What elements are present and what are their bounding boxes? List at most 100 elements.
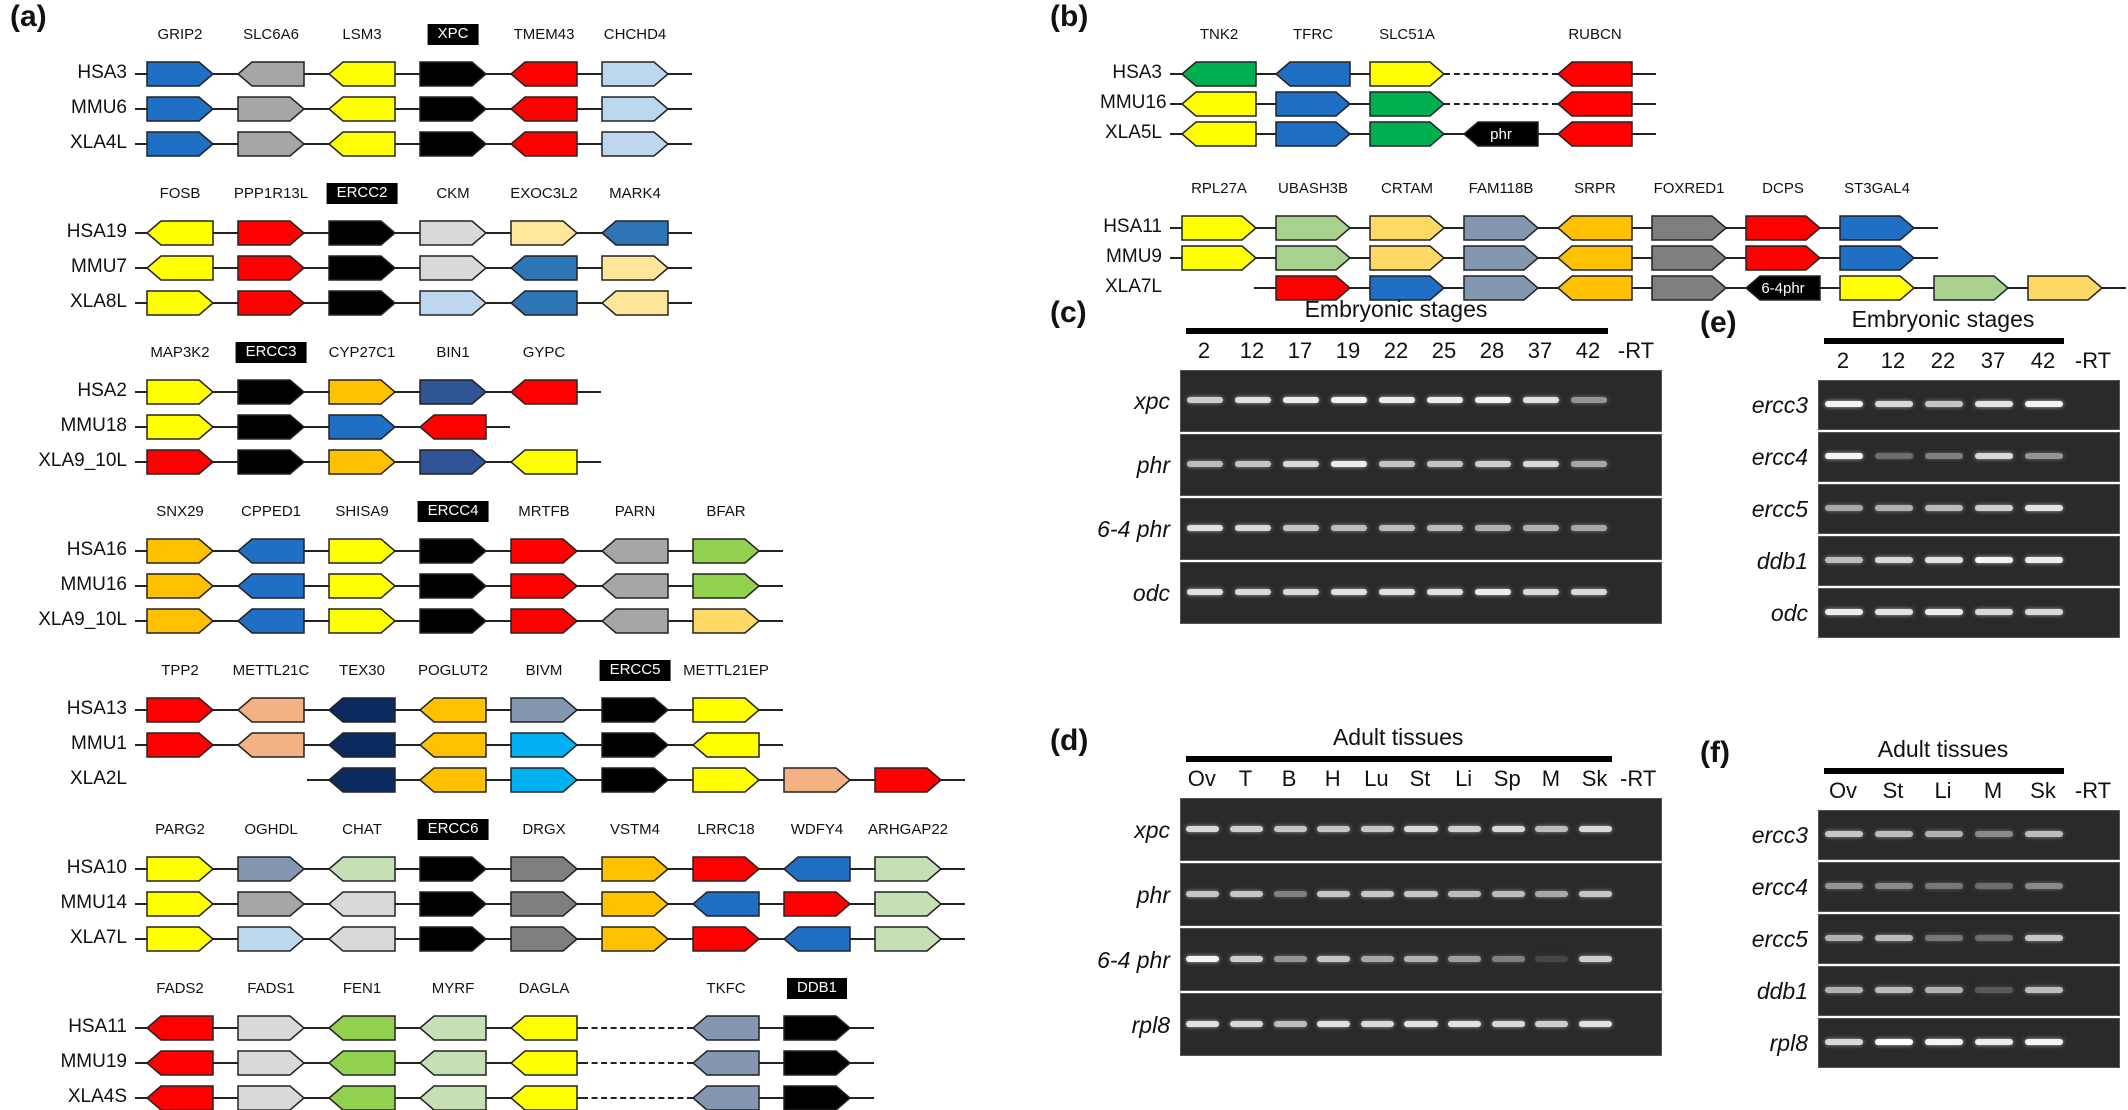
gene-arrow-slate — [1463, 215, 1540, 241]
gel-band — [1234, 461, 1272, 467]
gene-arrow-red — [1556, 91, 1633, 117]
panel-label: (f) — [1700, 736, 1730, 769]
gene-arrow — [237, 414, 306, 440]
gene-arrow — [509, 379, 578, 405]
gene-arrow-black — [419, 891, 488, 917]
gene-arrow — [509, 449, 578, 475]
gene-arrow — [600, 538, 669, 564]
gene-name-label: GRIP2 — [157, 26, 203, 43]
gene-arrow-lightgray — [327, 891, 396, 917]
gel-band — [1282, 589, 1320, 595]
gene-arrow-yellow — [328, 573, 397, 599]
gene-name-label: SRPR — [1574, 180, 1616, 197]
gene-name-label: BIVM — [525, 662, 563, 679]
gene-arrow-shape — [1651, 215, 1728, 241]
gene-arrow — [146, 573, 215, 599]
gene-arrow-shape — [237, 856, 306, 882]
chromosome-label: HSA11 — [1100, 216, 1162, 238]
gene-arrow-shape — [691, 732, 760, 758]
gene-arrow-shape — [418, 1085, 487, 1110]
gene-arrow — [601, 131, 670, 157]
gene-arrow — [874, 856, 943, 882]
gene-name-label: FAM118B — [1468, 180, 1534, 197]
chromosome-line — [135, 302, 692, 304]
gene-arrow-sky — [510, 732, 579, 758]
gel-band — [1925, 987, 1963, 993]
gene-arrow — [146, 538, 215, 564]
gene-arrow — [327, 1085, 396, 1110]
gene-arrow — [418, 767, 487, 793]
lane-label: Li — [1455, 766, 1473, 791]
gene-arrow-peach — [236, 732, 305, 758]
gene-arrow-shape — [236, 697, 305, 723]
gene-arrow-lightblue — [601, 61, 670, 87]
gene-arrow-shape — [692, 767, 761, 793]
gene-arrow — [509, 1050, 578, 1076]
gene-arrow-steel — [509, 255, 578, 281]
gene-arrow-darknavy — [327, 767, 396, 793]
gel-band — [1448, 1020, 1482, 1027]
target-gene-label: ERCC4 — [417, 501, 489, 522]
gene-arrow-blue — [782, 856, 851, 882]
gene-name-label: SHISA9 — [335, 503, 389, 520]
gene-arrow-shape — [236, 608, 305, 634]
chromosome-line — [1170, 257, 1938, 259]
gene-arrow — [782, 926, 851, 952]
gel-band — [1825, 557, 1863, 563]
gene-name-label: MYRF — [431, 980, 475, 997]
gel-band — [1426, 525, 1464, 531]
lane-label: Sp — [1493, 766, 1521, 791]
gene-name-label: TKFC — [706, 980, 746, 997]
gene-arrow-paleg — [418, 1015, 487, 1041]
gene-arrow-yellow — [146, 926, 215, 952]
gene-arrow-red — [145, 1050, 214, 1076]
gel-band — [1535, 890, 1569, 897]
gel-band — [1825, 609, 1863, 615]
gene-arrow-gold — [1369, 245, 1446, 271]
gene-name-label: VSTM4 — [609, 821, 661, 838]
chromosome-label: MMU16 — [1100, 92, 1167, 114]
gene-arrow-shape — [1275, 121, 1352, 147]
gene-arrow — [691, 1050, 760, 1076]
gel-title: Embryonic stages — [1851, 306, 2035, 332]
gene-arrow-shape — [601, 61, 670, 87]
gene-arrow-shape — [782, 926, 851, 952]
gene-arrow-blue — [236, 573, 305, 599]
gene-arrow — [1463, 275, 1540, 301]
gene-arrow-blue — [146, 96, 215, 122]
gel-band — [1378, 397, 1416, 403]
gel-gene-label: ercc5 — [1751, 496, 1808, 522]
target-gene-label: ERCC6 — [417, 819, 489, 840]
gene-name-label: OGHDL — [244, 821, 298, 838]
gene-name-label: FADS1 — [247, 980, 295, 997]
gene-arrow-orange — [418, 767, 487, 793]
gene-arrow-shape — [1744, 275, 1821, 301]
gene-arrow-lightgray — [237, 1085, 306, 1110]
gene-arrow-shape — [418, 1050, 487, 1076]
gene-arrow-shape — [510, 538, 579, 564]
gene-arrow-darknavy — [327, 732, 396, 758]
gene-arrow — [237, 220, 306, 246]
gel-image — [1818, 862, 2120, 912]
gene-arrow-orange — [146, 608, 215, 634]
gel-band — [1522, 397, 1560, 403]
gene-arrow-red — [874, 767, 943, 793]
gene-arrow-black — [419, 131, 488, 157]
gene-arrow — [419, 608, 488, 634]
gene-arrow-shape — [1556, 215, 1633, 241]
gel-band — [1825, 831, 1863, 837]
gene-arrow-red — [509, 96, 578, 122]
gel-band — [2025, 883, 2063, 889]
gene-arrow-shape — [418, 697, 487, 723]
gel-gene-label: ercc3 — [1751, 822, 1808, 848]
gene-arrow-green — [327, 1050, 396, 1076]
gene-arrow-darkgray — [1651, 215, 1728, 241]
gene-arrow — [692, 608, 761, 634]
gel-band — [1317, 825, 1351, 832]
gene-arrow-shape — [1369, 61, 1446, 87]
gene-arrow-shape — [146, 608, 215, 634]
gel-band — [1474, 461, 1512, 467]
gene-arrow-yellow — [509, 1015, 578, 1041]
gene-arrow-black — [237, 414, 306, 440]
gene-arrow — [691, 1015, 760, 1041]
